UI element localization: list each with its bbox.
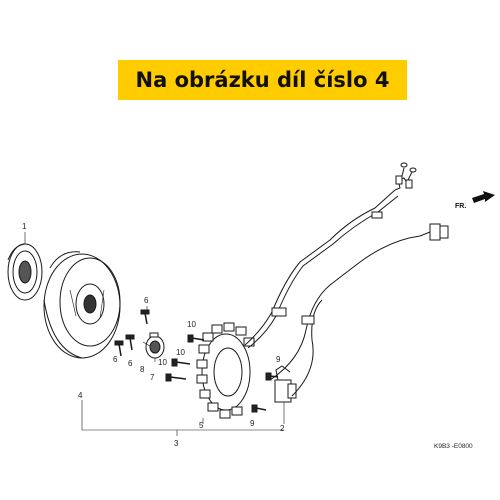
label-6c: 6 bbox=[128, 359, 133, 368]
part-4-flywheel[interactable] bbox=[43, 251, 121, 359]
bolt-9a[interactable] bbox=[265, 372, 279, 381]
label-7: 7 bbox=[150, 373, 155, 382]
bolt-6a[interactable] bbox=[140, 309, 150, 325]
part-2-pulse-generator[interactable] bbox=[274, 365, 297, 403]
wire-harness bbox=[244, 189, 431, 397]
connector-upper[interactable] bbox=[394, 162, 417, 191]
label-10a: 10 bbox=[187, 320, 196, 329]
label-5: 5 bbox=[199, 421, 204, 430]
bolt-10c[interactable] bbox=[165, 373, 187, 382]
front-label: FR. bbox=[455, 203, 466, 210]
diagram-code: K9B3 -E0800 bbox=[434, 443, 473, 450]
part-5-stator[interactable] bbox=[196, 322, 255, 419]
label-10b: 10 bbox=[176, 348, 185, 357]
label-6a: 6 bbox=[144, 296, 149, 305]
label-10c: 10 bbox=[158, 358, 167, 367]
bolt-10a[interactable] bbox=[187, 334, 205, 343]
connector-right[interactable] bbox=[429, 223, 449, 241]
label-9b: 9 bbox=[250, 419, 255, 428]
title-banner: Na obrázku díl číslo 4 bbox=[118, 60, 407, 100]
label-6b: 6 bbox=[113, 355, 118, 364]
bolt-6c[interactable] bbox=[125, 334, 135, 351]
label-9a: 9 bbox=[276, 355, 281, 364]
label-8: 8 bbox=[140, 365, 145, 374]
part-1-bearing[interactable] bbox=[7, 243, 43, 301]
part-7-key[interactable] bbox=[149, 332, 159, 338]
label-1: 1 bbox=[22, 222, 27, 231]
front-direction-indicator: FR. bbox=[455, 191, 495, 210]
label-4: 4 bbox=[78, 391, 83, 400]
label-3: 3 bbox=[174, 439, 179, 448]
front-arrow-icon bbox=[472, 191, 495, 203]
label-2: 2 bbox=[280, 424, 285, 433]
leader-lines bbox=[24, 232, 285, 436]
bolt-9b[interactable] bbox=[251, 404, 267, 413]
part-labels: 1 2 3 4 5 6 6 6 7 8 9 9 10 10 10 bbox=[22, 222, 285, 448]
part-8-rotor-hub[interactable] bbox=[145, 335, 165, 359]
bolt-6b[interactable] bbox=[114, 340, 124, 357]
bolt-10b[interactable] bbox=[171, 358, 191, 367]
banner-text: Na obrázku díl číslo 4 bbox=[135, 68, 390, 92]
